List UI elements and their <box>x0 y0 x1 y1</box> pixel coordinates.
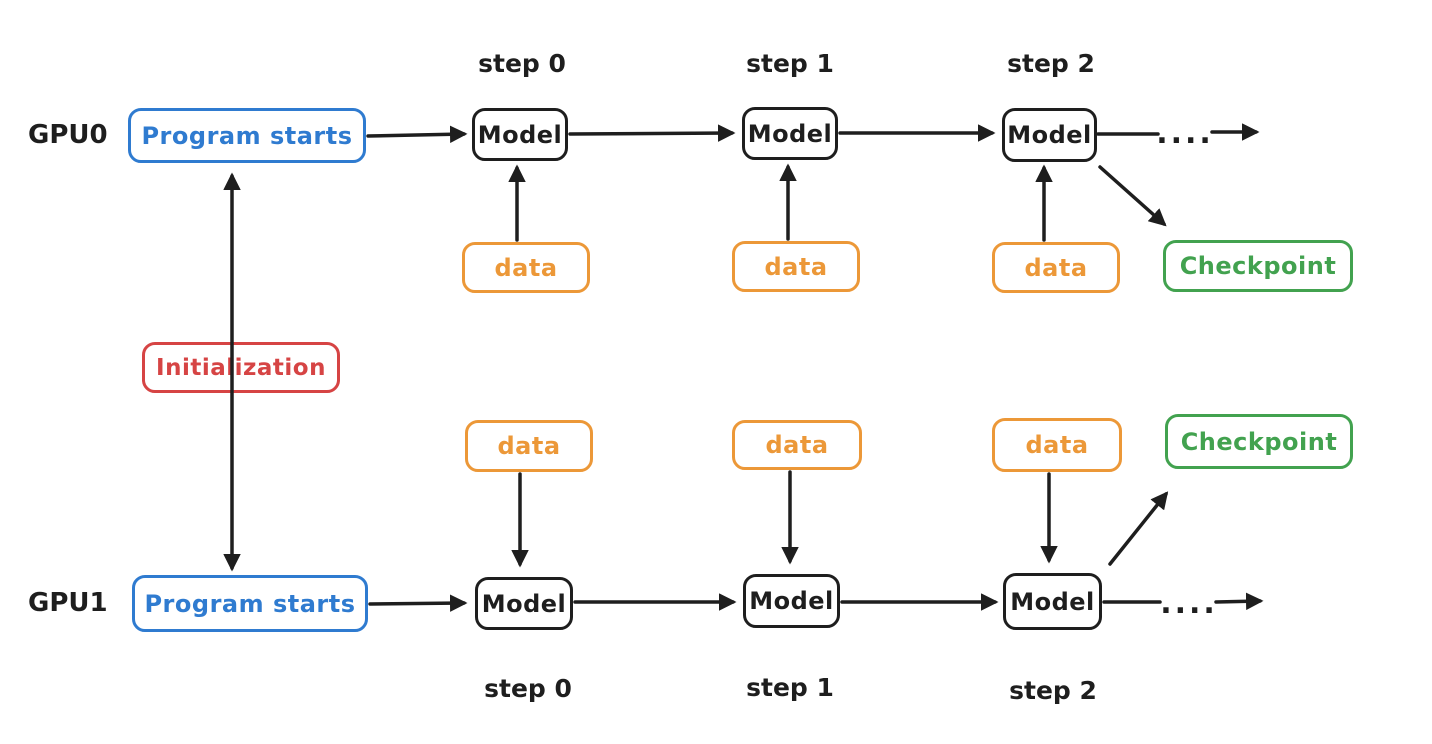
continuation-dots-gpu1: .... <box>1160 585 1218 621</box>
step-label-bottom-2: step 2 <box>1009 675 1097 705</box>
model-box-gpu1-step2: Model <box>1003 573 1102 630</box>
step-label-top-1: step 1 <box>746 48 834 78</box>
step-label-top-2: step 2 <box>1007 48 1095 78</box>
model-box-gpu1-step1: Model <box>743 574 840 628</box>
initialization-box: Initialization <box>142 342 340 393</box>
step-label-bottom-0: step 0 <box>484 673 572 703</box>
step-label-bottom-1: step 1 <box>746 672 834 702</box>
checkpoint-box-gpu0: Checkpoint <box>1163 240 1353 292</box>
step-label-top-0: step 0 <box>478 48 566 78</box>
model-box-gpu0-step0: Model <box>472 108 568 161</box>
data-box-gpu1-step1: data <box>732 420 862 470</box>
program-starts-box-gpu0: Program starts <box>128 108 366 163</box>
data-box-gpu1-step2: data <box>992 418 1122 472</box>
program-starts-box-gpu1: Program starts <box>132 575 368 632</box>
checkpoint-box-gpu1: Checkpoint <box>1165 414 1353 469</box>
gpu1-row-label: GPU1 <box>28 588 108 618</box>
data-box-gpu0-step0: data <box>462 242 590 293</box>
model-box-gpu1-step0: Model <box>475 577 573 630</box>
continuation-dots-gpu0: .... <box>1156 115 1214 151</box>
model-box-gpu0-step2: Model <box>1002 108 1097 162</box>
data-box-gpu1-step0: data <box>465 420 593 472</box>
model-box-gpu0-step1: Model <box>742 107 838 160</box>
data-box-gpu0-step1: data <box>732 241 860 292</box>
data-box-gpu0-step2: data <box>992 242 1120 293</box>
gpu0-row-label: GPU0 <box>28 120 108 150</box>
